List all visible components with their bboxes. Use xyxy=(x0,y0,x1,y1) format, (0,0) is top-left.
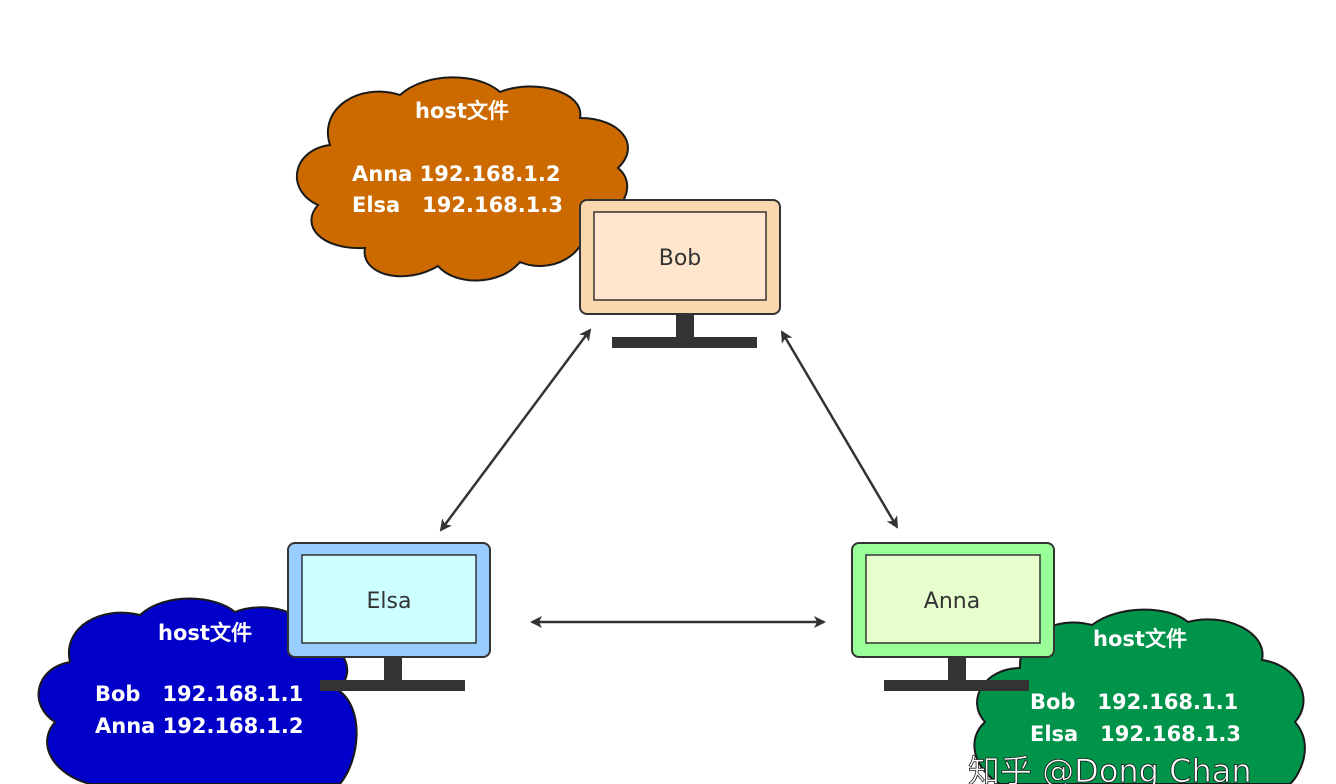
cloud-bob-title: host文件 xyxy=(415,99,509,123)
cloud-anna-line-2: Elsa 192.168.1.3 xyxy=(1030,722,1241,746)
monitor-bob-stand-base xyxy=(612,337,757,348)
cloud-bob-line-2: Elsa 192.168.1.3 xyxy=(352,193,563,217)
monitor-elsa-label: Elsa xyxy=(367,589,412,614)
cloud-elsa-title: host文件 xyxy=(158,621,252,645)
arrow-bob-anna xyxy=(780,330,899,529)
monitor-anna-stand-base xyxy=(884,680,1029,691)
watermark-text: 知乎 @Dong Chan xyxy=(968,752,1252,784)
monitor-elsa-screen xyxy=(301,554,477,644)
arrow-bob-elsa xyxy=(439,328,592,532)
monitor-bob-stand-neck xyxy=(676,314,694,338)
monitor-anna-screen xyxy=(865,554,1041,644)
monitor-elsa-stand-base xyxy=(320,680,465,691)
cloud-anna-line-1: Bob 192.168.1.1 xyxy=(1030,690,1238,714)
cloud-elsa-line-2: Anna 192.168.1.2 xyxy=(95,714,303,738)
monitor-anna: Anna xyxy=(851,542,1055,691)
cloud-bob-line-1: Anna 192.168.1.2 xyxy=(352,162,560,186)
monitor-elsa-stand-neck xyxy=(384,657,402,681)
monitor-elsa: Elsa xyxy=(287,542,491,691)
monitor-bob-screen xyxy=(593,211,767,301)
cloud-bob: host文件 Anna 192.168.1.2 Elsa 192.168.1.3 xyxy=(295,76,629,282)
cloud-bob-shape xyxy=(295,76,629,282)
monitor-anna-label: Anna xyxy=(924,589,980,614)
monitor-anna-stand-neck xyxy=(948,657,966,681)
cloud-anna-shape xyxy=(973,608,1306,784)
cloud-anna-title: host文件 xyxy=(1093,627,1187,651)
cloud-elsa-line-1: Bob 192.168.1.1 xyxy=(95,682,303,706)
monitor-bob: Bob xyxy=(579,199,781,348)
cloud-anna: host文件 Bob 192.168.1.1 Elsa 192.168.1.3 xyxy=(973,608,1306,784)
monitor-bob-label: Bob xyxy=(659,246,702,271)
